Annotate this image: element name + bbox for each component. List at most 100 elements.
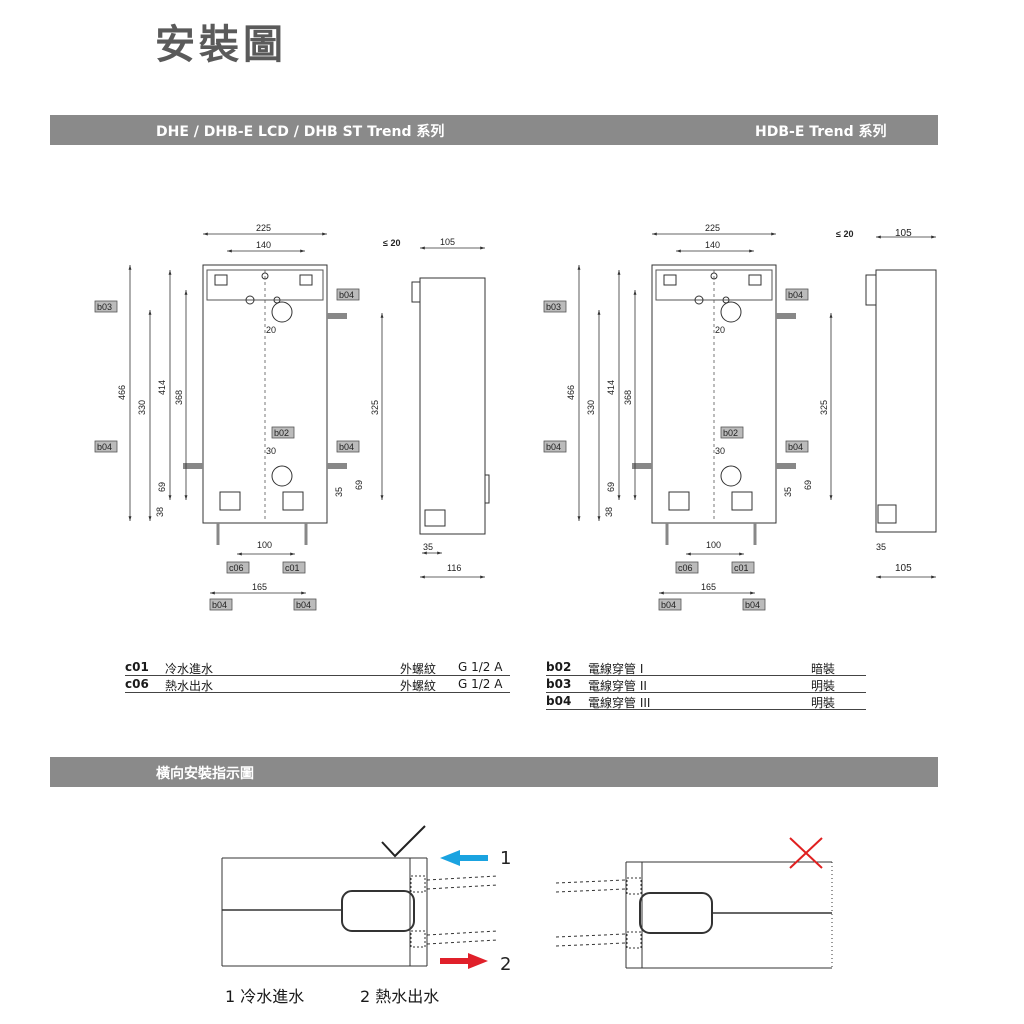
- right-front-view: [632, 264, 796, 545]
- tag-b04: b04: [546, 442, 561, 452]
- legend-mount: 明裝: [811, 679, 836, 693]
- tag-b04: b04: [788, 442, 803, 452]
- dim-20: 20: [266, 325, 276, 335]
- legend-size: G 1/2 A: [458, 677, 503, 691]
- dim-35: 35: [783, 487, 793, 497]
- section-band-orientation: 橫向安裝指示圖: [50, 757, 938, 787]
- tag-c06: c06: [678, 563, 693, 573]
- dim-368: 368: [623, 390, 633, 405]
- legend-type: 外螺紋: [400, 679, 437, 693]
- dim-30: 30: [266, 446, 276, 456]
- tag-b02: b02: [723, 428, 738, 438]
- arrow-2-label: 2: [500, 954, 511, 975]
- legend-row: c01 冷水進水 外螺紋 G 1/2 A: [125, 660, 510, 676]
- legend-code: b02: [546, 660, 572, 674]
- band-left-label: DHE / DHB-E LCD / DHB ST Trend 系列: [156, 124, 445, 140]
- section-band-models: DHE / DHB-E LCD / DHB ST Trend 系列 HDB-E …: [50, 115, 938, 145]
- dim-69: 69: [606, 482, 616, 492]
- band-right-label: HDB-E Trend 系列: [755, 124, 887, 140]
- dim-69b: 69: [803, 480, 813, 490]
- dim-105: 105: [895, 228, 912, 239]
- tag-b04: b04: [745, 600, 760, 610]
- tag-b03: b03: [97, 302, 112, 312]
- dim-140: 140: [705, 240, 720, 250]
- tag-b04: b04: [296, 600, 311, 610]
- band-orientation-label: 橫向安裝指示圖: [156, 766, 254, 782]
- dim-35-side: 35: [876, 542, 886, 552]
- legend-name: 電線穿管 III: [588, 696, 651, 710]
- dim-225: 225: [705, 223, 720, 233]
- dim-105-bottom: 105: [895, 563, 912, 574]
- legend-mount: 明裝: [811, 696, 836, 710]
- tag-b03: b03: [546, 302, 561, 312]
- legend-conduits: b02 電線穿管 I 暗裝 b03 電線穿管 II 明裝 b04 電線穿管 II…: [546, 660, 876, 715]
- b03-conduit-circle: [245, 295, 255, 305]
- legend-code: c01: [125, 660, 149, 674]
- dim-105: 105: [440, 237, 455, 247]
- tag-b04: b04: [661, 600, 676, 610]
- legend-row: b04 電線穿管 III 明裝: [546, 694, 866, 710]
- legend-row: b03 電線穿管 II 明裝: [546, 677, 866, 693]
- page-title: 安裝圖: [155, 22, 287, 68]
- legend-name: 電線穿管 I: [588, 662, 644, 676]
- arrow-1-label: 1: [500, 848, 511, 869]
- installation-drawings: 225 140 ≤ 20 105 466 330 414 368 325 20 …: [94, 223, 937, 611]
- tag-c01: c01: [734, 563, 749, 573]
- dim-414: 414: [157, 380, 167, 395]
- dim-325: 325: [370, 400, 380, 415]
- legend-name: 冷水進水: [165, 662, 214, 676]
- dim-368: 368: [174, 390, 184, 405]
- dim-69: 69: [157, 482, 167, 492]
- legend-name: 熱水出水: [165, 679, 214, 693]
- heater-body: [651, 264, 777, 524]
- tag-b04: b04: [97, 442, 112, 452]
- check-mark-icon: [381, 825, 426, 858]
- dim-le20: ≤ 20: [836, 229, 853, 239]
- dim-330: 330: [137, 400, 147, 415]
- tag-c01: c01: [285, 563, 300, 573]
- tag-b02: b02: [274, 428, 289, 438]
- right-side-view: [865, 235, 937, 579]
- dim-30: 30: [715, 446, 725, 456]
- tag-b04: b04: [339, 442, 354, 452]
- dim-330: 330: [586, 400, 596, 415]
- left-front-view: [183, 264, 347, 545]
- dim-466: 466: [566, 385, 576, 400]
- dim-100: 100: [706, 540, 721, 550]
- tag-b04: b04: [788, 290, 803, 300]
- dim-35: 35: [334, 487, 344, 497]
- hot-arrow-icon: [440, 953, 488, 969]
- legend-row: c06 熱水出水 外螺紋 G 1/2 A: [125, 677, 510, 693]
- dim-38: 38: [604, 507, 614, 517]
- legend-row: b02 電線穿管 I 暗裝: [546, 660, 866, 676]
- wrong-orientation: [555, 837, 833, 969]
- heater-body: [202, 264, 328, 524]
- dim-100: 100: [257, 540, 272, 550]
- dim-414: 414: [606, 380, 616, 395]
- tag-b04: b04: [212, 600, 227, 610]
- cold-arrow-icon: [440, 850, 488, 866]
- dim-466: 466: [117, 385, 127, 400]
- dim-35-side: 35: [423, 542, 433, 552]
- dim-116: 116: [447, 563, 461, 573]
- legend-type: 外螺紋: [400, 662, 437, 676]
- legend-code: c06: [125, 677, 149, 691]
- dim-20: 20: [715, 325, 725, 335]
- dim-165: 165: [701, 582, 716, 592]
- dim-165: 165: [252, 582, 267, 592]
- caption-cold-water: 1 冷水進水: [225, 987, 305, 1006]
- legend-name: 電線穿管 II: [588, 679, 647, 693]
- tag-b04: b04: [339, 290, 354, 300]
- dim-140: 140: [256, 240, 271, 250]
- legend-code: b04: [546, 694, 572, 708]
- dim-le20: ≤ 20: [383, 238, 400, 248]
- legend-code: b03: [546, 677, 572, 691]
- dim-69b: 69: [354, 480, 364, 490]
- correct-orientation: [221, 825, 498, 967]
- legend-fittings: c01 冷水進水 外螺紋 G 1/2 A c06 熱水出水 外螺紋 G 1/2 …: [125, 660, 515, 696]
- dim-225: 225: [256, 223, 271, 233]
- cross-mark-icon: [789, 837, 823, 869]
- dim-325: 325: [819, 400, 829, 415]
- dim-38: 38: [155, 507, 165, 517]
